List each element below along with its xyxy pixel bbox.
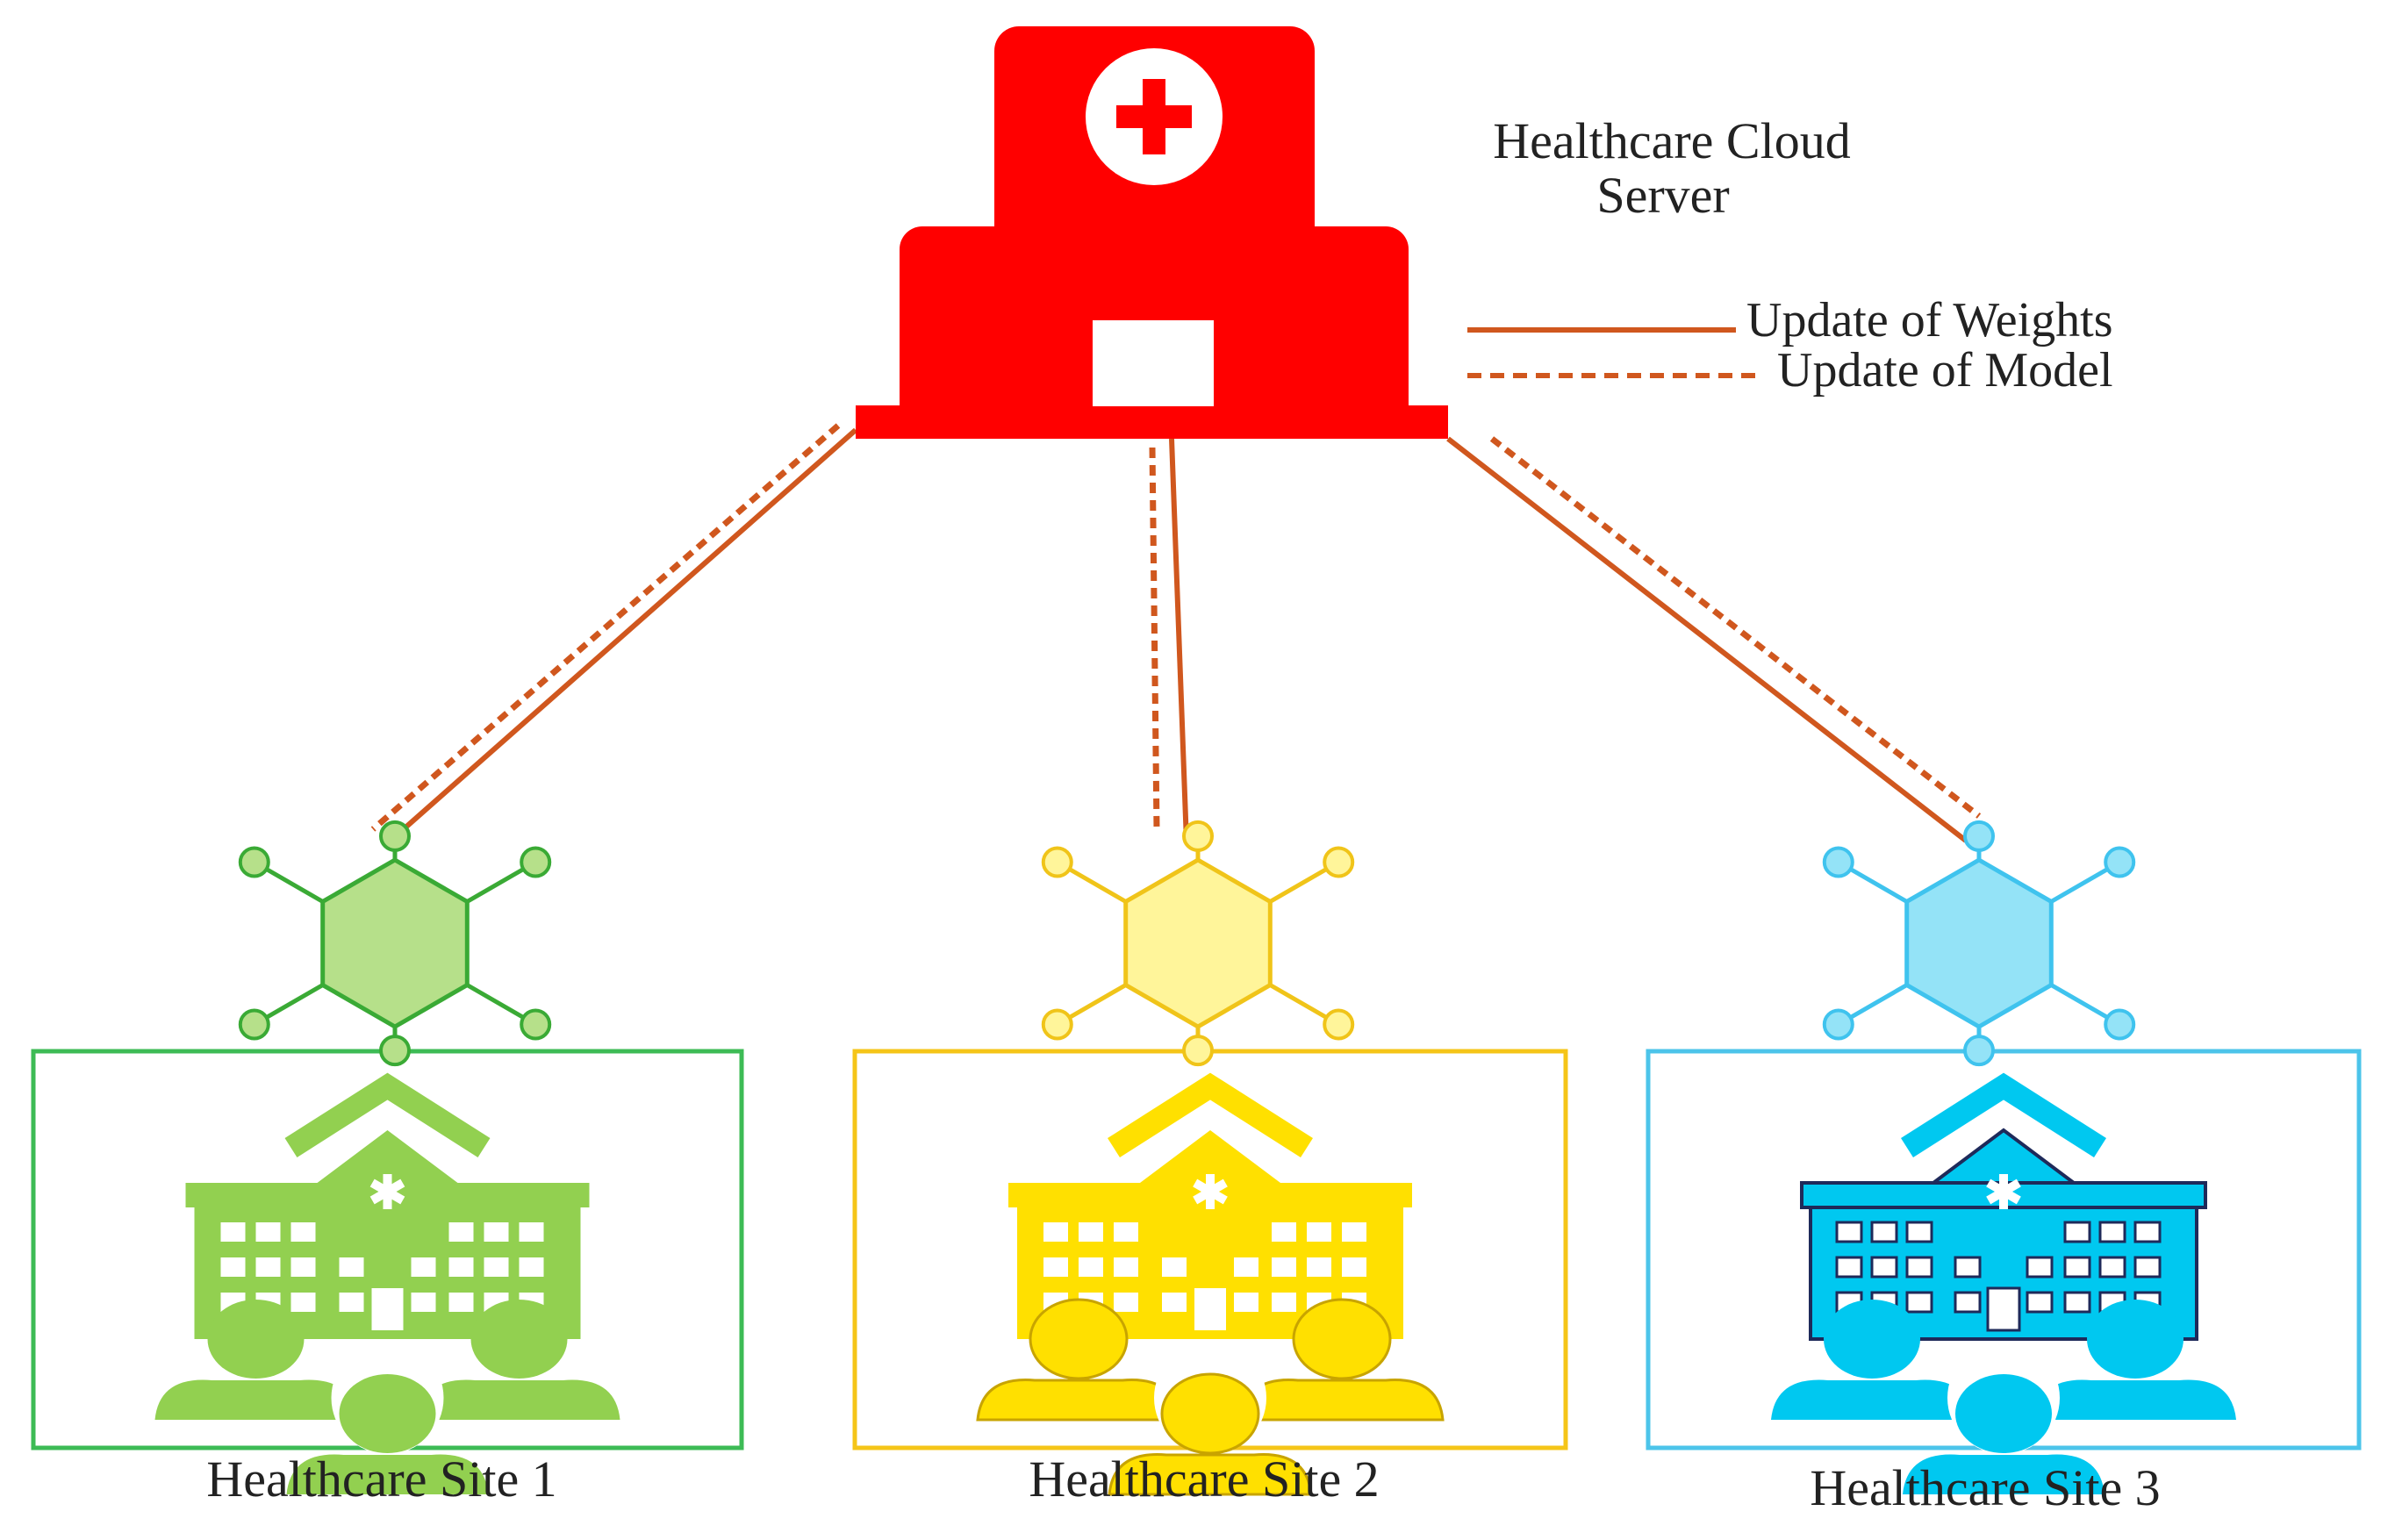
model-connection-2 [1149,447,1160,830]
connections [370,423,1982,843]
weights-connection-1 [389,427,857,843]
weights-connection-2 [1169,438,1189,843]
people-group-icon [976,1298,1445,1496]
site-2-label: Healthcare Site 2 [1029,1450,1379,1508]
cloud-server-icon [856,26,1448,439]
legend-weights-label: Update of Weights [1746,293,2112,347]
site-3-label: Healthcare Site 3 [1810,1459,2160,1516]
model-node-icon [1041,820,1355,1067]
weights-connection-3 [1446,436,1968,843]
site-1 [31,820,744,1494]
legend: Update of Weights Update of Model [1467,293,2113,398]
hospital-building-icon [1008,1072,1412,1339]
server-title-line1: Healthcare Cloud [1493,112,1850,169]
server-title-line2: Server [1596,167,1729,224]
hospital-building-icon [185,1072,590,1339]
model-connection-3 [1489,436,1982,819]
model-node-icon [238,820,552,1067]
people-group-icon [1771,1300,2236,1494]
site-3 [1646,820,2362,1494]
model-node-icon [1822,820,2136,1067]
site-1-label: Healthcare Site 1 [206,1450,556,1508]
model-connection-1 [370,423,841,832]
people-group-icon [154,1300,620,1494]
site-2 [852,820,1568,1496]
legend-model-label: Update of Model [1777,343,2113,398]
